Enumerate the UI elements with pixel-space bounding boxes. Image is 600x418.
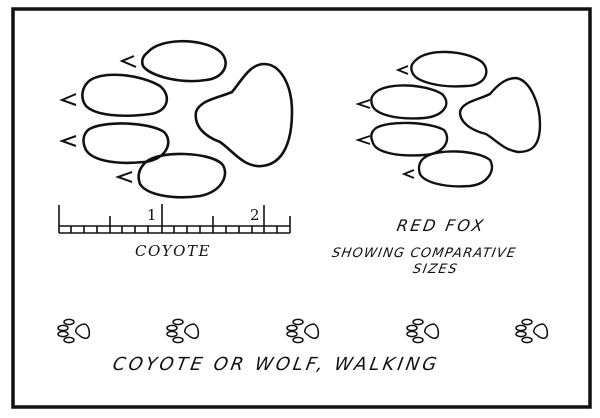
coyote-label: COYOTE — [135, 242, 211, 260]
track-icon — [406, 318, 440, 344]
track-icon — [515, 318, 549, 344]
track-icon — [286, 318, 320, 344]
scale-ruler — [58, 204, 291, 234]
red-fox-label: RED FOX — [395, 216, 488, 235]
walking-caption: COYOTE OR WOLF, WALKING — [111, 354, 442, 375]
comparison-note-line1: SHOWING COMPARATIVE — [330, 246, 518, 261]
comparison-note-line2: SIZES — [411, 262, 460, 277]
coyote-paw-print-icon — [59, 39, 294, 199]
ruler-tick-2: 2 — [250, 206, 260, 224]
walking-tracks — [57, 318, 549, 344]
track-icon — [166, 318, 200, 344]
border-frame — [11, 7, 592, 409]
track-icon — [57, 318, 91, 344]
ruler-tick-1: 1 — [147, 206, 157, 224]
fox-paw-print-icon — [355, 50, 542, 188]
